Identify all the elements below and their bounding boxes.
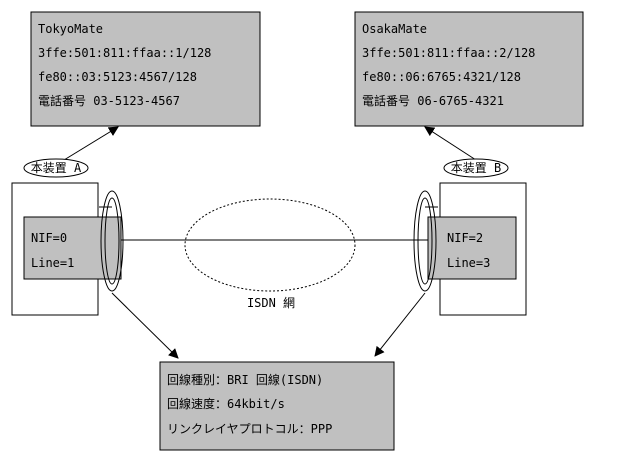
line-protocol: リンクレイヤプロトコル：PPP — [167, 422, 332, 436]
device-a-coil-inner — [104, 197, 120, 285]
line-speed: 回線速度：64kbit/s — [167, 396, 285, 411]
device-b: NIF=2 Line=3 — [413, 182, 527, 316]
isdn-network-label: ISDN 網 — [247, 296, 295, 310]
line-type: 回線種別：BRI 回線(ISDN) — [167, 372, 323, 387]
osaka-name: OsakaMate — [362, 22, 427, 36]
tokyo-global-address: 3ffe:501:811:ffaa::1/128 — [38, 46, 211, 60]
osaka-global-address: 3ffe:501:811:ffaa::2/128 — [362, 46, 535, 60]
tokyo-info-box: TokyoMate 3ffe:501:811:ffaa::1/128 fe80:… — [30, 11, 261, 127]
arrow-device-a-to-line-box — [111, 292, 179, 359]
osaka-phone: 電話番号 06-6765-4321 — [362, 93, 504, 108]
arrow-device-b-to-osaka — [424, 126, 477, 161]
device-a-line: Line=1 — [31, 256, 74, 270]
device-b-coil-outer — [413, 190, 437, 292]
tokyo-phone: 電話番号 03-5123-4567 — [38, 93, 180, 108]
arrow-device-b-to-line-box — [374, 292, 426, 357]
device-b-line: Line=3 — [447, 256, 490, 270]
tokyo-name: TokyoMate — [38, 22, 103, 36]
device-a: NIF=0 Line=1 — [11, 182, 124, 316]
device-b-label: 本装置 B — [443, 158, 509, 178]
device-a-coil-outer — [100, 190, 124, 292]
osaka-info-box: OsakaMate 3ffe:501:811:ffaa::2/128 fe80:… — [354, 11, 584, 127]
isdn-network-cloud — [184, 198, 356, 292]
device-a-label-text: 本装置 A — [31, 161, 82, 175]
line-info-box: 回線種別：BRI 回線(ISDN) 回線速度：64kbit/s リンクレイヤプロ… — [159, 361, 395, 451]
device-b-label-text: 本装置 B — [451, 161, 501, 175]
device-b-interface-box — [427, 216, 517, 280]
tokyo-link-local: fe80::03:5123:4567/128 — [38, 70, 197, 84]
device-b-nif: NIF=2 — [447, 231, 483, 245]
osaka-link-local: fe80::06:6765:4321/128 — [362, 70, 521, 84]
device-a-nif: NIF=0 — [31, 231, 67, 245]
arrow-device-a-to-tokyo — [63, 126, 119, 161]
device-a-label: 本装置 A — [23, 158, 89, 178]
device-b-coil-inner — [417, 197, 433, 285]
